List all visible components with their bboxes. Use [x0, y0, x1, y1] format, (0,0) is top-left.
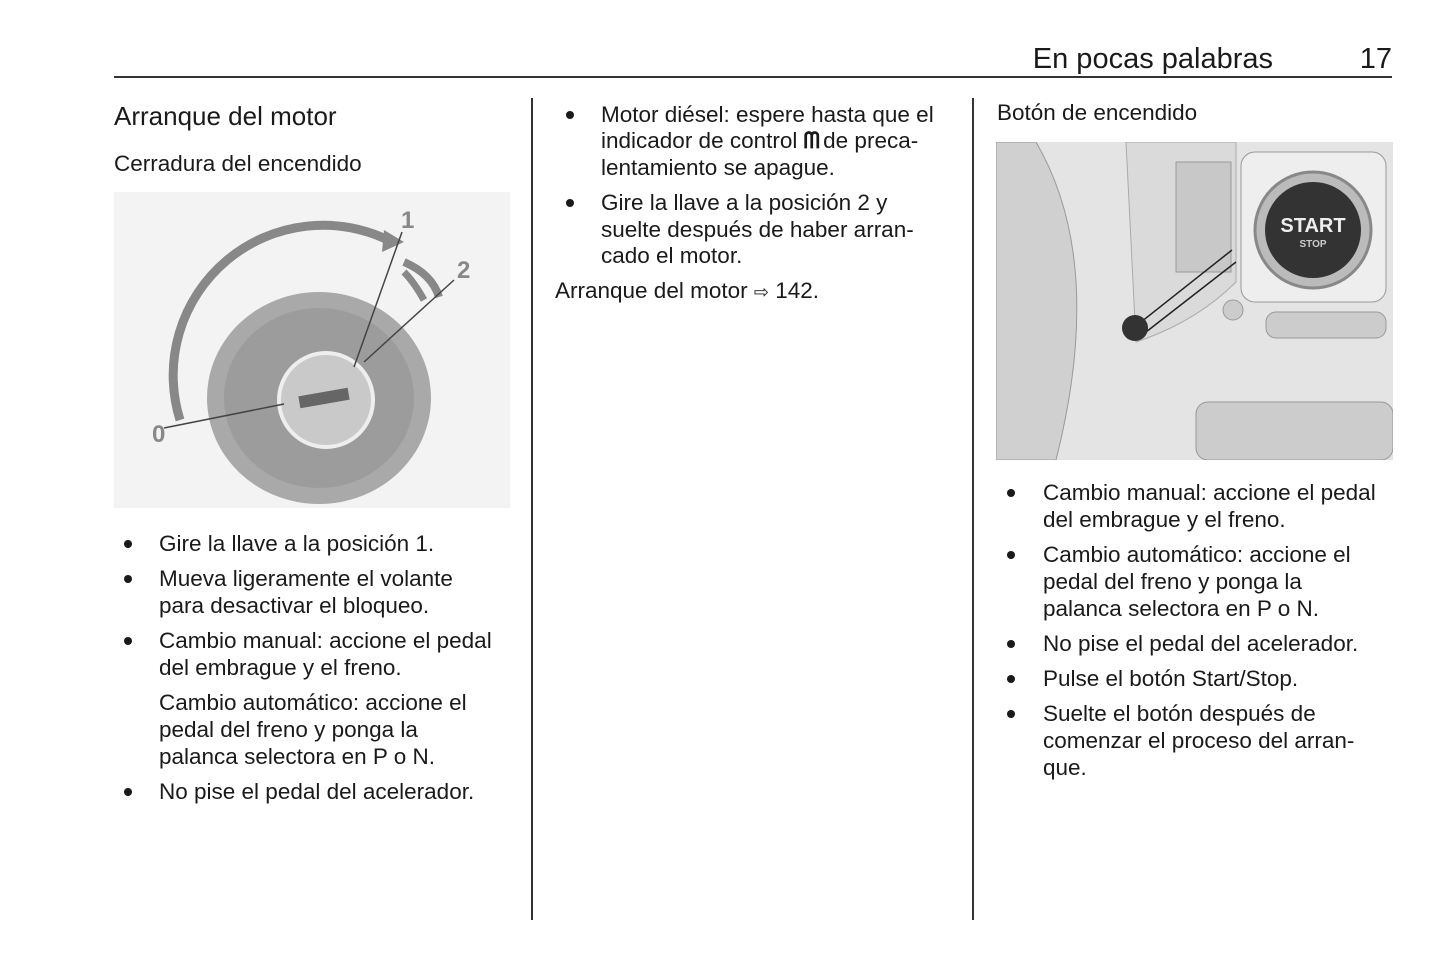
stop-label: STOP	[1299, 239, 1326, 250]
list-item: pedal del freno y ponga la	[1043, 569, 1302, 594]
list-item: palanca selectora en P o N.	[1043, 596, 1320, 621]
bullet	[1007, 489, 1015, 497]
heading: Botón de encendido	[997, 100, 1198, 125]
bullet	[124, 540, 132, 548]
bullet	[566, 199, 574, 207]
bullet	[1007, 675, 1015, 683]
ignition-lock-illustration: 0 1 2	[114, 192, 510, 508]
list-item: Cambio automático: accione el	[1043, 542, 1351, 567]
list-item: Suelte el botón después de	[1043, 701, 1316, 726]
list-item: cado el motor.	[601, 243, 743, 268]
list-item: del embrague y el freno.	[1043, 507, 1286, 532]
column-divider	[972, 98, 974, 920]
list-item: indicador de control ᗰ de preca-	[601, 128, 918, 154]
list-item: No pise el pedal del acelerador.	[1043, 631, 1359, 656]
header-rule	[114, 76, 1392, 78]
list-item: Mueva ligeramente el volante	[159, 566, 453, 591]
bullet	[566, 111, 574, 119]
list-item: Motor diésel: espere hasta que el	[601, 102, 934, 127]
column-divider	[531, 98, 533, 920]
list-item: suelte después de haber arran-	[601, 217, 914, 242]
bullet	[124, 637, 132, 645]
position-label-0: 0	[152, 421, 165, 448]
list-item: Cambio automático: accione el	[159, 690, 467, 715]
start-stop-button-illustration: START STOP	[996, 142, 1393, 460]
bullet	[124, 575, 132, 583]
list-item: palanca selectora en P o N.	[159, 744, 436, 769]
list-text: indicador de control	[601, 128, 798, 153]
page-reference[interactable]: Arranque del motor ⇨ 142.	[555, 278, 819, 305]
bullet	[1007, 551, 1015, 559]
bullet	[1007, 640, 1015, 648]
list-item: que.	[1043, 755, 1087, 780]
list-item: para desactivar el bloqueo.	[159, 593, 430, 618]
list-item: comenzar el proceso del arran-	[1043, 728, 1355, 753]
section-title: En pocas palabras	[1032, 43, 1273, 75]
list-item: No pise el pedal del acelerador.	[159, 779, 475, 804]
list-item: del embrague y el freno.	[159, 655, 402, 680]
heading: Arranque del motor	[114, 101, 337, 131]
list-item: lentamiento se apague.	[601, 155, 835, 180]
list-item: Gire la llave a la posición 1.	[159, 531, 435, 556]
position-label-2: 2	[457, 257, 470, 284]
glow-plug-icon: ᗰ	[803, 128, 820, 153]
reference-text: Arranque del motor	[555, 278, 748, 303]
position-label-1: 1	[401, 207, 414, 234]
reference-page: 142.	[775, 278, 820, 303]
bullet	[1007, 710, 1015, 718]
list-item: Cambio manual: accione el pedal	[1043, 480, 1376, 505]
list-item: Gire la llave a la posición 2 y	[601, 190, 888, 215]
list-item: pedal del freno y ponga la	[159, 717, 418, 742]
list-item: Pulse el botón Start/Stop.	[1043, 666, 1299, 691]
list-text: de preca-	[823, 128, 919, 153]
subheading: Cerradura del encendido	[114, 151, 362, 176]
list-item: Cambio manual: accione el pedal	[159, 628, 492, 653]
page-number: 17	[1359, 43, 1392, 75]
arrow-right-icon: ⇨	[753, 282, 769, 302]
start-label: START	[1280, 215, 1345, 237]
bullet	[124, 788, 132, 796]
